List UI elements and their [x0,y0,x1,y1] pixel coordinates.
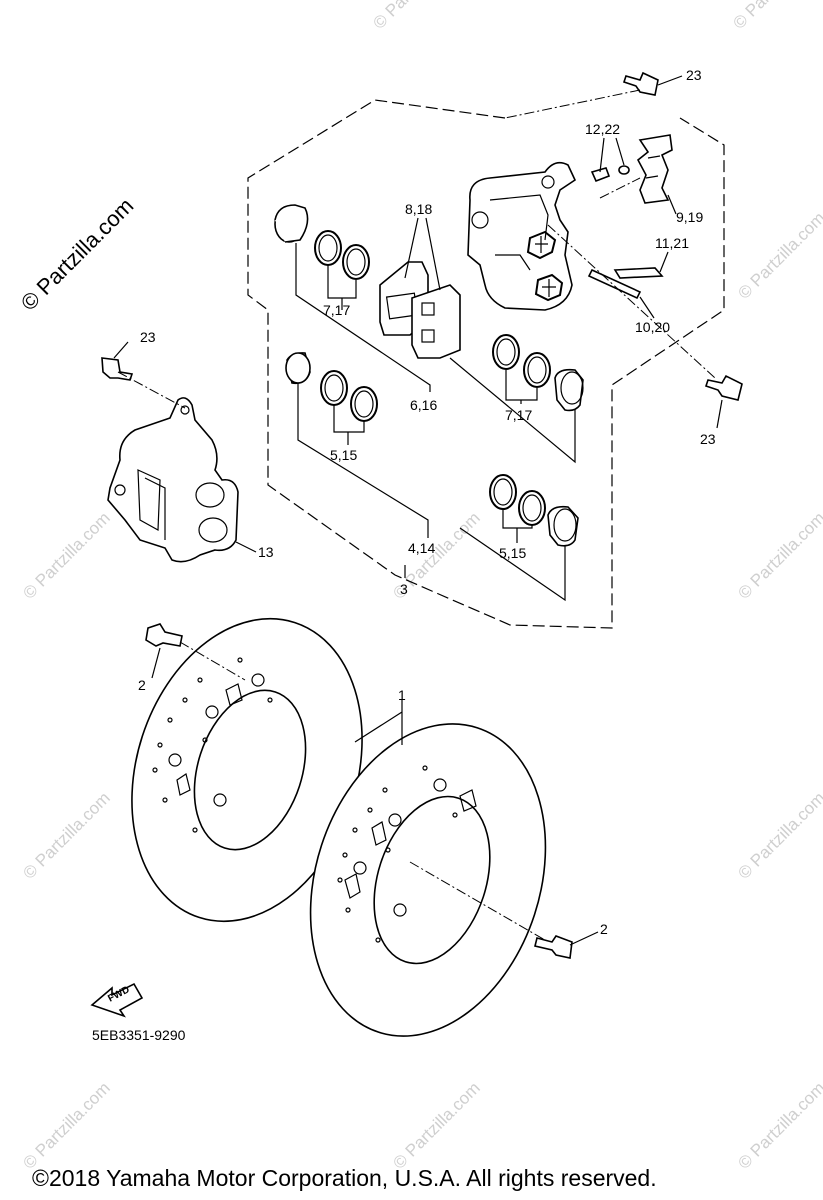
disc-vent-holes [152,657,273,833]
upper-piston-seals-right [492,334,584,412]
pad-spring [636,134,673,204]
caliper-bolt-right [704,374,743,401]
watermark-tile: © Partzilla.com [19,1078,113,1172]
watermark-tile: © Partzilla.com [19,788,113,882]
callout-23-right: 23 [700,431,716,447]
copyright-notice: ©2018 Yamaha Motor Corporation, U.S.A. A… [32,1165,657,1191]
watermark-tile: © Partzilla.com [734,1078,823,1172]
caliper-bolt-left [101,357,134,381]
leader-lines [113,75,723,946]
caliper-bolt-top [622,71,659,96]
callout-23-left: 23 [140,329,156,345]
callout-23-top: 23 [686,67,702,83]
callout-13: 13 [258,544,274,560]
lower-piston-seals-left [285,352,378,422]
brake-disc-right [309,723,547,1037]
callout-12-22: 12,22 [585,121,620,137]
callout-4-14: 4,14 [408,540,435,556]
disc-bolt-bottom [534,935,573,959]
watermark-main: © Partzilla.com [16,193,139,316]
watermark-tile: © Partzilla.com [734,208,823,302]
callout-6-16: 6,16 [410,397,437,413]
upper-piston-seals-left [274,204,370,280]
brake-disc-left [131,617,363,923]
watermark-tile: © Partzilla.com [729,0,823,33]
callout-5-15-right: 5,15 [499,545,526,561]
diagram-code: 5EB3351-9290 [92,1027,186,1043]
watermark-tile: © Partzilla.com [369,0,463,33]
disc-vent-holes [337,765,458,943]
caliper-left [107,397,239,563]
callout-2-bottom: 2 [600,921,608,937]
pad-pin-and-clip [587,267,664,300]
callout-5-15-left: 5,15 [330,447,357,463]
callout-9-19: 9,19 [676,209,703,225]
disc-bolt-top [145,623,183,647]
callout-8-18: 8,18 [405,201,432,217]
watermark-tile: © Partzilla.com [389,1078,483,1172]
callout-3: 3 [400,581,408,597]
watermark-tile: © Partzilla.com [734,508,823,602]
bleed-screw [590,165,630,183]
callout-10-20: 10,20 [635,319,670,335]
callout-1: 1 [398,687,406,703]
caliper-body-right [467,161,577,311]
callout-11-21: 11,21 [655,235,689,251]
watermark-tile: © Partzilla.com [734,788,823,882]
brake-pads [379,261,461,359]
callout-labels: 23 12,22 8,18 9,19 11,21 7,17 10,20 23 6… [138,67,716,937]
watermark-tile: © Partzilla.com [19,508,113,602]
fwd-arrow-icon: FWD [90,982,144,1018]
caliper-assembly-boundary [247,99,725,629]
callout-7-17-right: 7,17 [505,407,532,423]
callout-7-17-top: 7,17 [323,302,350,318]
callout-2-top: 2 [138,677,146,693]
